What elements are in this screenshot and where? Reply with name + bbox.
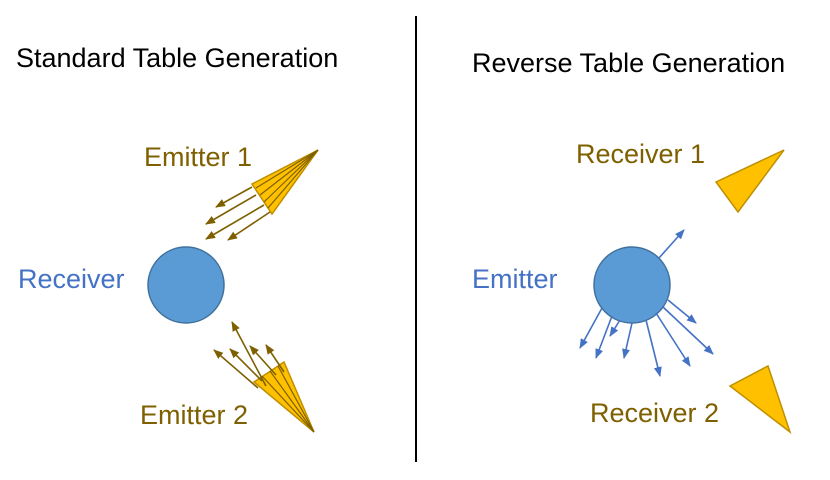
receiver-2-label: Receiver 2: [590, 398, 719, 428]
emitter-rays: [579, 229, 714, 377]
emitter-2-label: Emitter 2: [140, 400, 248, 430]
emitter-2-triangle: [252, 360, 315, 433]
left-title: Standard Table Generation: [16, 43, 338, 73]
receiver-2-triangle: [728, 364, 792, 435]
receiver-1-label: Receiver 1: [576, 139, 705, 169]
right-title: Reverse Table Generation: [472, 48, 785, 78]
emitter-1-label: Emitter 1: [144, 142, 252, 172]
emitter-circle: [593, 246, 671, 324]
emitter-label: Emitter: [472, 264, 558, 294]
emitter-1-rays: [205, 186, 271, 241]
receiver-label: Receiver: [18, 264, 125, 294]
emitter-2-rays: [213, 321, 285, 389]
receiver-circle: [147, 246, 225, 324]
emitter-1-triangle: [250, 149, 319, 216]
receiver-1-triangle: [714, 149, 785, 214]
